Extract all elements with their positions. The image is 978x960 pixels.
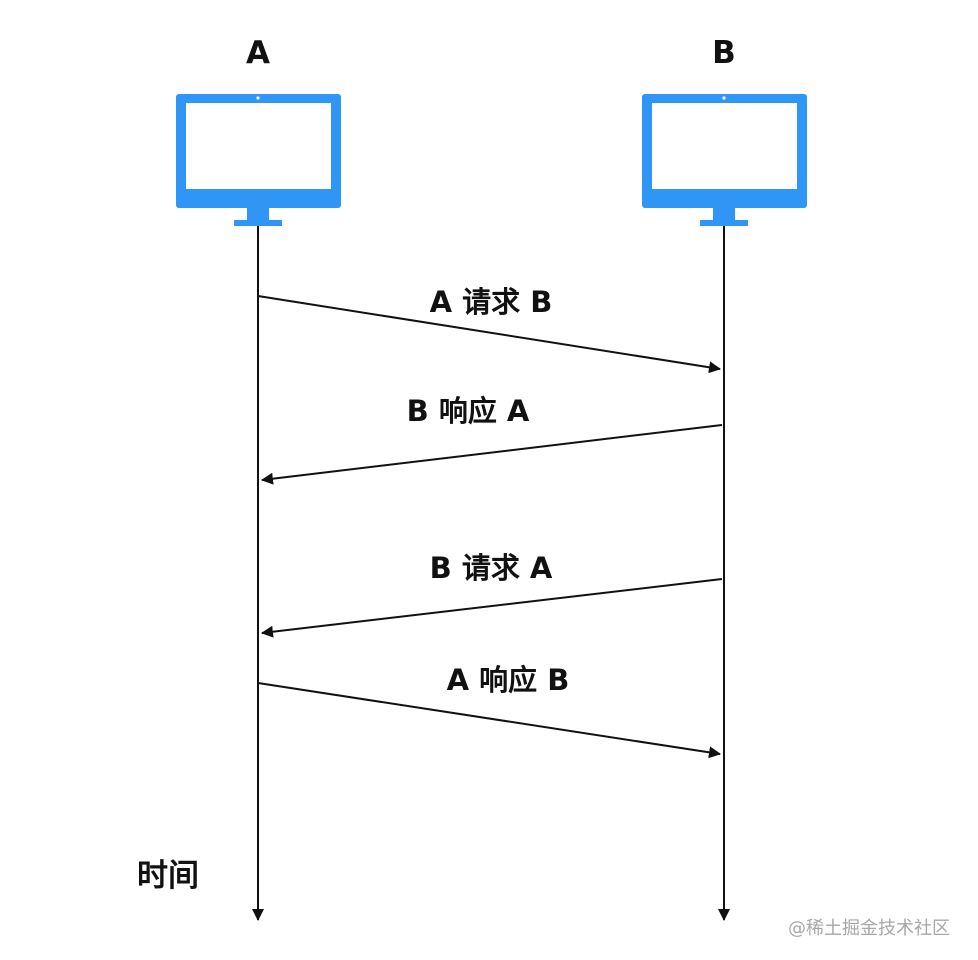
message-label-1: A 请求 B (430, 285, 553, 319)
message-arrow-4 (257, 682, 721, 759)
message-label-3: B 请求 A (430, 551, 553, 585)
time-axis-label: 时间 (137, 858, 199, 894)
message-label-4: A 响应 B (447, 663, 570, 697)
monitor-a-icon (176, 94, 341, 226)
message-arrow-2 (261, 424, 723, 485)
node-a-label: A (246, 35, 270, 71)
message-arrow-1 (257, 295, 721, 374)
message-label-2: B 响应 A (407, 394, 530, 428)
monitor-b-icon (642, 94, 807, 226)
node-b-label: B (712, 35, 736, 71)
watermark-text: @稀土掘金技术社区 (788, 918, 950, 939)
message-arrow-3 (261, 578, 723, 638)
